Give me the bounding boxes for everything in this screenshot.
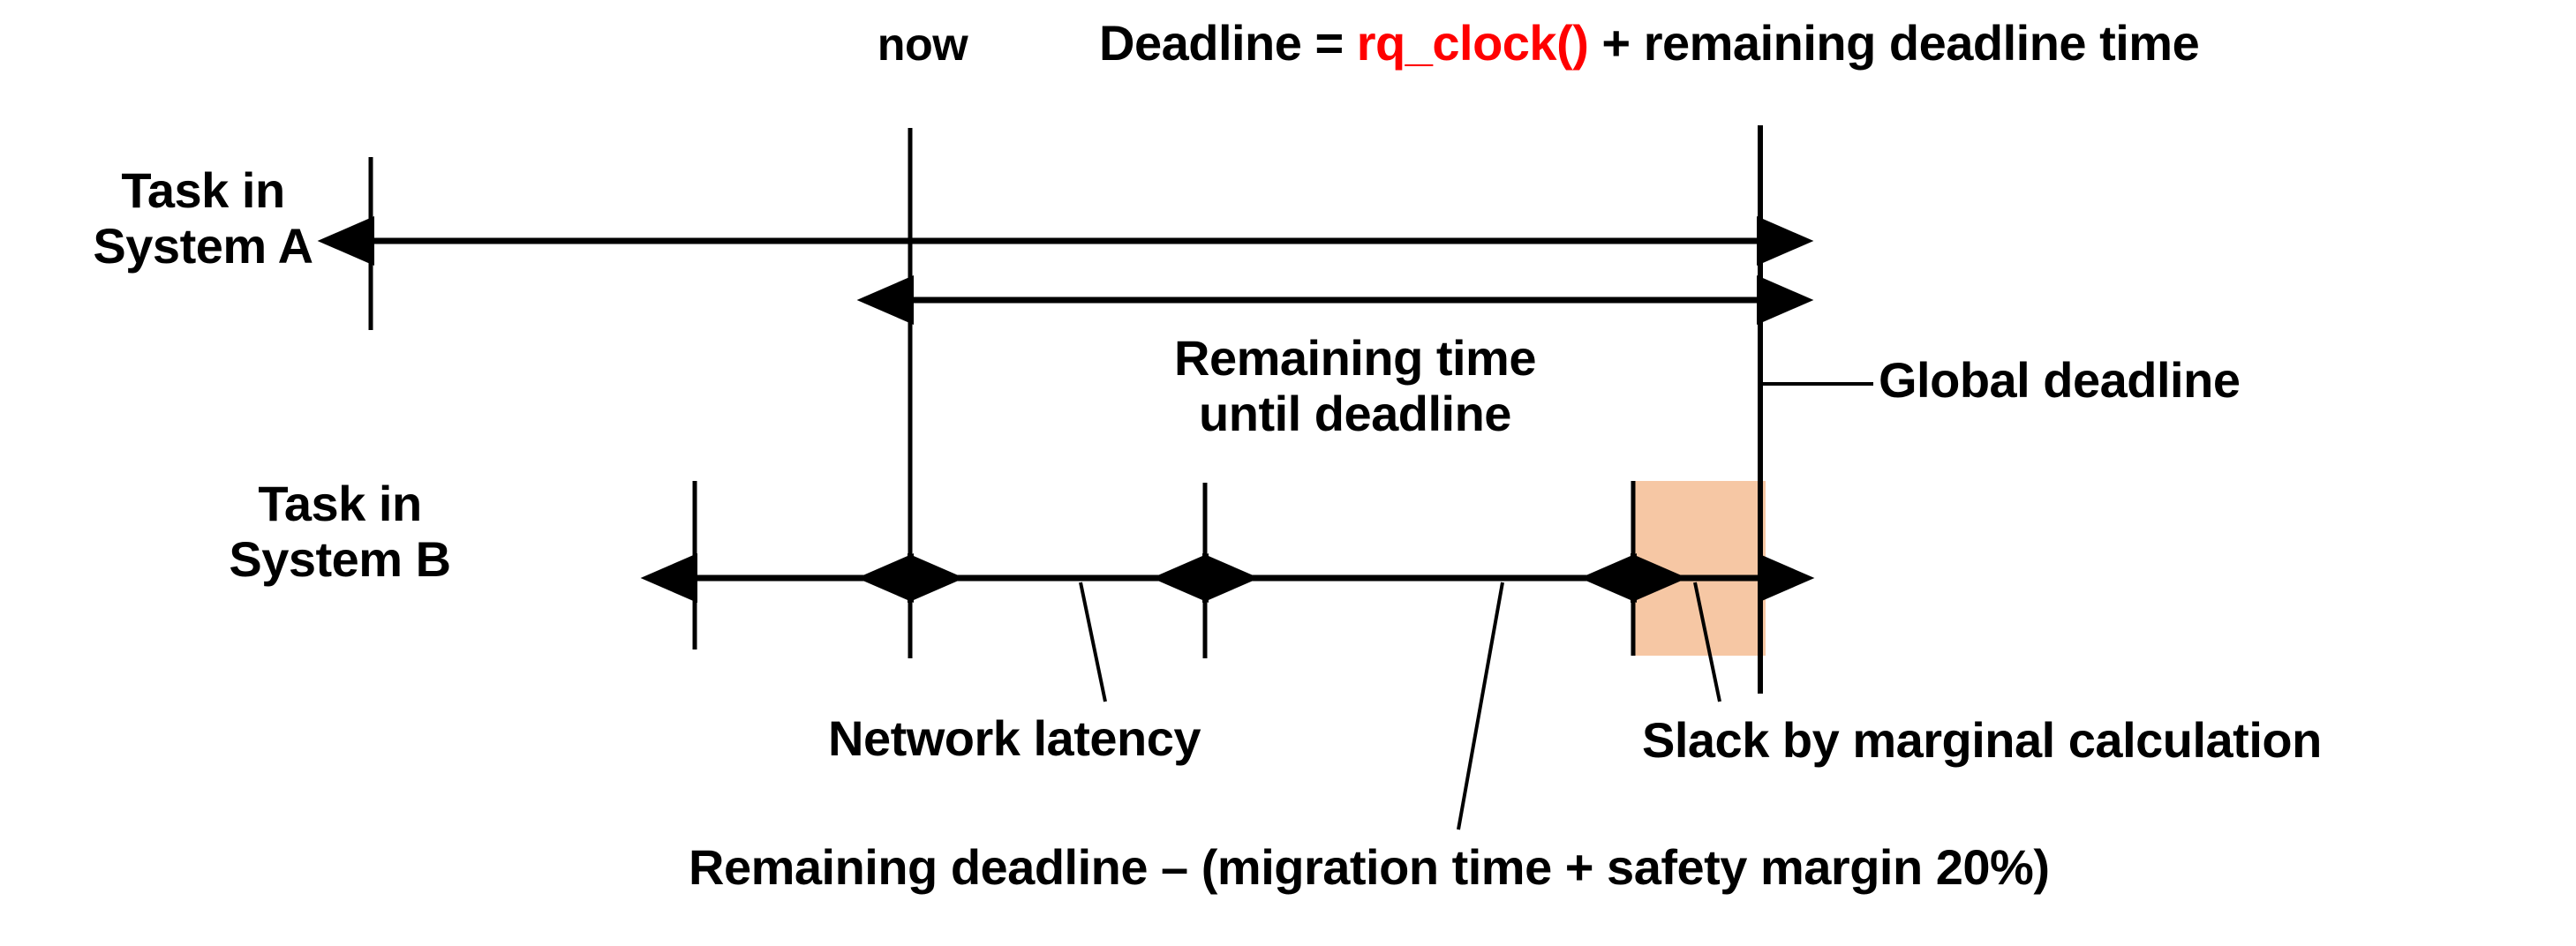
slack-label: Slack by marginal calculation (1642, 712, 2322, 768)
network-latency-leader-line (1079, 582, 1107, 702)
deadline-formula-title: Deadline = rq_clock() + remaining deadli… (1099, 15, 2200, 71)
rq-clock-code-token: rq_clock() (1356, 15, 1589, 71)
global-deadline-label: Global deadline (1879, 352, 2241, 408)
slack-leader-line (1693, 582, 1721, 702)
now-label: now (877, 19, 968, 71)
formula-label: Remaining deadline – (migration time + s… (689, 839, 2050, 895)
slack-highlight-block (1633, 481, 1766, 656)
deadline-formula-prefix: Deadline = (1099, 15, 1357, 71)
formula-leader-line (1457, 582, 1504, 830)
network-latency-label: Network latency (828, 710, 1201, 766)
deadline-formula-suffix: + remaining deadline time (1588, 15, 2200, 71)
